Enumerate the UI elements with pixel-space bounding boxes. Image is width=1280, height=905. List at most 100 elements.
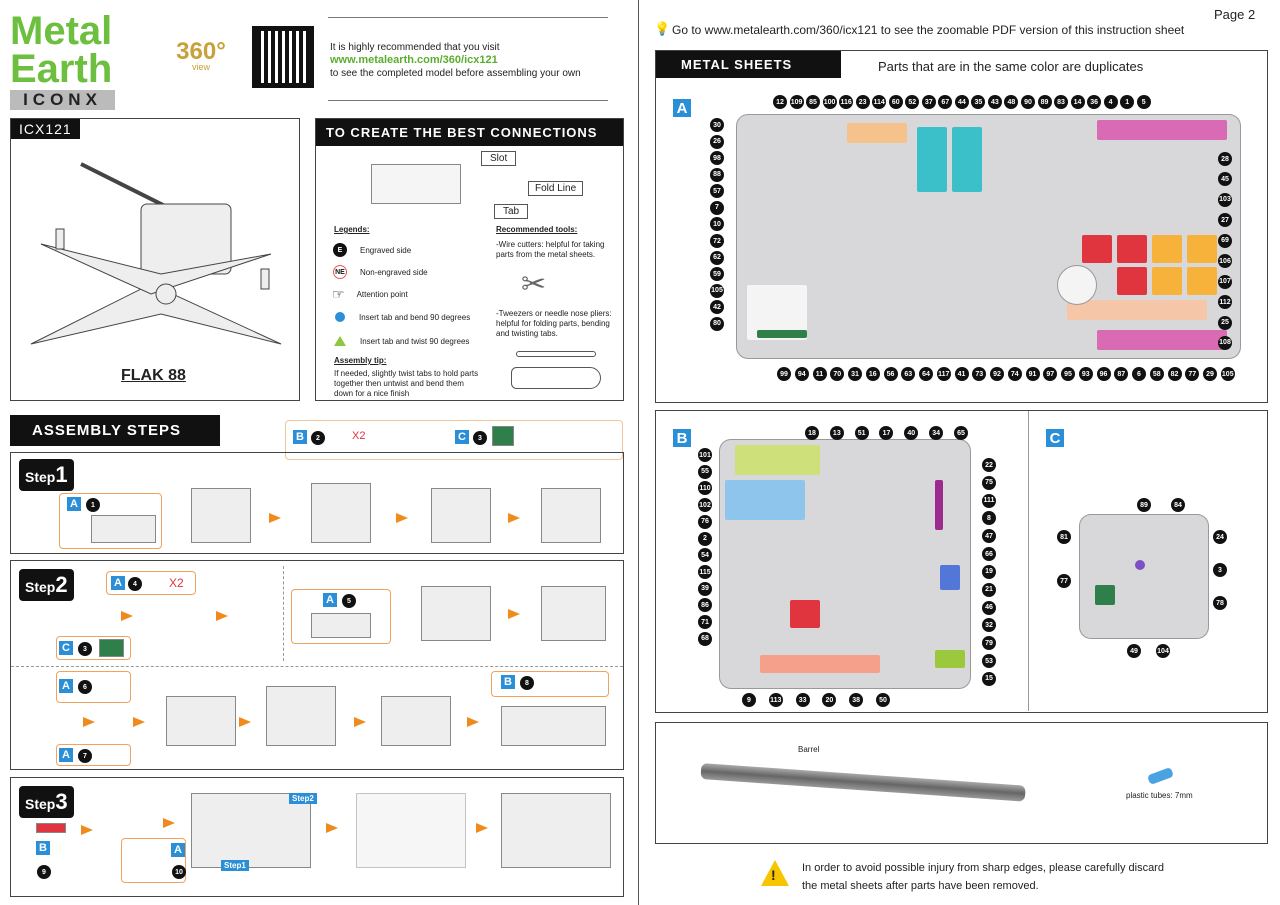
step1-diagram-2 — [311, 483, 371, 543]
part-number-label: 12 — [773, 95, 787, 109]
flak88-illustration — [30, 162, 282, 345]
part-number-label: 93 — [1078, 367, 1093, 381]
part-ref: 3 — [78, 642, 92, 656]
part-number-label: 83 — [1054, 95, 1069, 109]
part-3-green — [492, 426, 514, 446]
part-number-label: 105 — [710, 283, 724, 298]
part-ref: 10 — [172, 865, 186, 879]
step-top-callout — [285, 420, 623, 460]
metal-sheets-panel: METAL SHEETS Parts that are in the same … — [655, 50, 1268, 403]
part-number-label: 87 — [1114, 367, 1129, 381]
step3-diagram-a — [191, 793, 311, 868]
part-red — [1117, 267, 1147, 295]
part-number-label: 95 — [1061, 367, 1075, 381]
pointing-hand-icon: ☞ — [332, 285, 345, 302]
step2-callout-a5 — [291, 589, 391, 644]
part-number-label: 102 — [698, 498, 712, 513]
step1-panel: Step1 A 1 — [10, 452, 624, 554]
part-ref: 8 — [520, 676, 534, 690]
step3-diagram-c — [501, 793, 611, 868]
step1-callout — [59, 493, 162, 549]
part-number-label: 37 — [921, 95, 936, 109]
part-number-label: 88 — [710, 167, 724, 182]
part-number-label: 104 — [1156, 644, 1170, 658]
part-number-label: 79 — [982, 636, 996, 651]
part-salmon — [760, 655, 880, 673]
part-number-label: 89 — [1037, 95, 1052, 109]
part-number-label: 62 — [710, 250, 724, 265]
part-red — [790, 600, 820, 628]
part-ref: 1 — [86, 498, 100, 512]
tweezers-icon — [516, 351, 596, 357]
part-number-label: 108 — [1218, 335, 1232, 350]
part-number-label: 72 — [710, 234, 724, 249]
part-number-label: 2 — [698, 531, 712, 546]
pdf-tip[interactable]: Go to www.metalearth.com/360/icx121 to s… — [672, 23, 1185, 37]
legend-non-engraved: Non-engraved side — [360, 267, 428, 277]
part-number-label: 36 — [1087, 95, 1102, 109]
visit-link[interactable]: www.metalearth.com/360/icx121 — [330, 54, 498, 66]
part-number-label: 89 — [1137, 498, 1151, 512]
model-name: FLAK 88 — [121, 367, 186, 384]
qr-code[interactable] — [250, 24, 316, 90]
barrel-panel: Barrel plastic tubes: 7mm — [655, 722, 1268, 844]
step3-label: Step3 — [19, 786, 74, 818]
view360-badge: 360° view — [160, 38, 242, 72]
part-number-label: 112 — [1218, 295, 1232, 310]
step2-diagram-b — [166, 696, 236, 746]
part-number-label: 22 — [982, 458, 996, 472]
arrow-icon — [396, 513, 408, 523]
connections-title: TO CREATE THE BEST CONNECTIONS — [316, 119, 623, 146]
part-number-label: 58 — [1149, 367, 1164, 381]
tab-label: Tab — [494, 204, 529, 219]
sheet-ref-b: B — [36, 841, 50, 855]
part-blue — [725, 480, 805, 520]
step2-panel: Step2 A 4 X2 C 3 A 5 A 6 A 7 B 8 — [10, 560, 624, 770]
part-number-label: 80 — [710, 316, 724, 331]
warning-text: In order to avoid possible injury from s… — [802, 859, 1164, 895]
part-ref: 5 — [342, 594, 356, 608]
part-number-label: 107 — [1218, 274, 1232, 289]
sheet-ref-a: A — [67, 497, 81, 511]
part-ref: 2 — [311, 431, 325, 445]
sheet-ref-a: A — [59, 679, 73, 693]
part-number-label: 44 — [954, 95, 969, 109]
divider — [328, 100, 608, 101]
part-number-label: 73 — [972, 367, 987, 381]
dashed-divider — [283, 566, 284, 661]
part-pink — [1097, 120, 1227, 140]
barrel-label: Barrel — [798, 745, 820, 754]
part-number-label: 29 — [1203, 367, 1217, 381]
step2-callout-a6 — [56, 671, 131, 703]
part-lime — [935, 650, 965, 668]
part-number-label: 71 — [698, 615, 712, 630]
legend-twist: Insert tab and twist 90 degrees — [360, 336, 470, 346]
step3-part-red — [36, 823, 66, 833]
part-number-label: 99 — [777, 367, 791, 381]
part-number-label: 40 — [904, 426, 919, 440]
part-number-label: 68 — [698, 631, 712, 646]
part-number-label: 27 — [1218, 213, 1232, 228]
arrow-icon — [216, 611, 228, 621]
connections-panel: TO CREATE THE BEST CONNECTIONS Slot Fold… — [315, 118, 624, 401]
part-number-label: 46 — [982, 600, 996, 615]
part-number-label: 77 — [1057, 574, 1071, 588]
arrow-icon — [326, 823, 338, 833]
connection-diagram — [371, 164, 461, 204]
part-number-label: 105 — [1220, 367, 1235, 381]
sheet-ref-a: A — [111, 576, 125, 590]
part-number-label: 69 — [1218, 233, 1232, 248]
part-number-label: 103 — [1218, 192, 1232, 207]
part-number-label: 24 — [1213, 530, 1227, 544]
sheet-ref-b: B — [293, 430, 307, 444]
step1-diagram-1 — [191, 488, 251, 543]
part-blue-dark — [940, 565, 960, 590]
part-number-label: 59 — [710, 267, 724, 282]
part-number-label: 111 — [982, 493, 996, 508]
part-number-label: 77 — [1185, 367, 1200, 381]
part-number-label: 8 — [982, 511, 996, 526]
